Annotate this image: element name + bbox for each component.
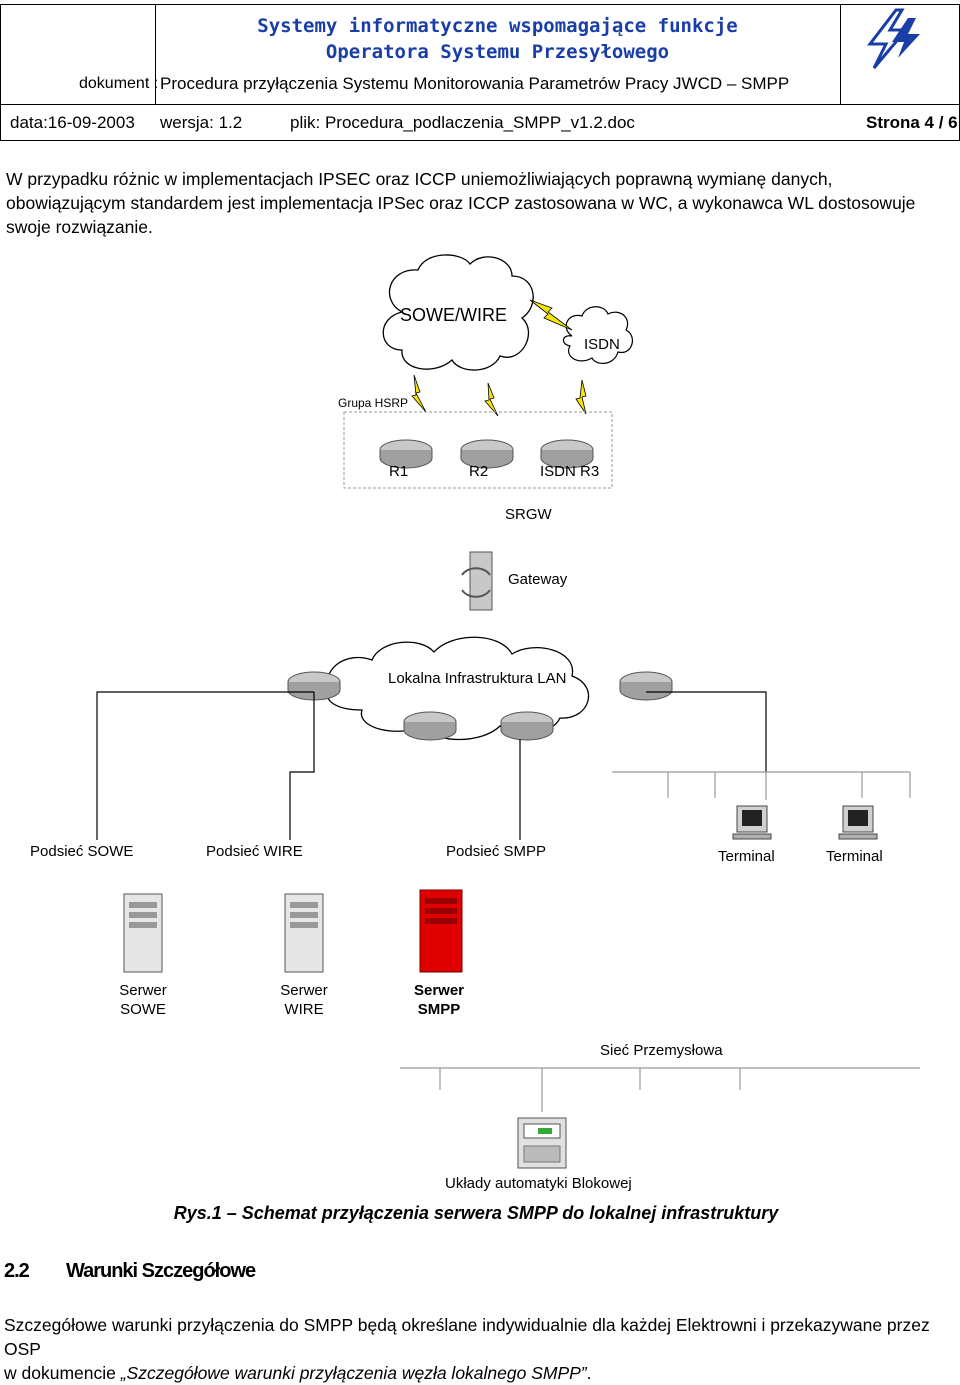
router-icon <box>540 439 594 469</box>
date-field: data:16-09-2003 <box>10 113 135 132</box>
label-hsrp-group: Grupa HSRP <box>338 396 409 410</box>
label-router-r1: R1 <box>389 463 409 480</box>
router-icon <box>619 671 673 701</box>
label-terminal-1: Terminal <box>718 848 775 865</box>
bottom-line-2-prefix: w dokumencie <box>4 1363 121 1383</box>
intro-paragraph: W przypadku różnic w implementacjach IPS… <box>6 169 916 237</box>
lightning-bolt-icon <box>411 374 427 413</box>
automation-unit-icon <box>517 1117 567 1169</box>
network-diagram <box>96 254 920 1169</box>
document-header: Systemy informatyczne wspomagające funkc… <box>0 0 960 141</box>
lightning-bolt-icon <box>529 299 573 331</box>
label-server-wire-line2: WIRE <box>284 1001 324 1018</box>
header-title-line2: Operatora Systemu Przesyłowego <box>325 41 670 63</box>
router-icon <box>460 439 514 469</box>
section-heading: 2.2 Warunki Szczegółowe <box>4 1260 256 1283</box>
version-field: wersja: 1.2 <box>160 113 243 132</box>
lightning-bolt-icon <box>484 382 499 417</box>
label-isdn-cloud: ISDN <box>584 336 620 353</box>
lightning-logo-icon <box>866 8 920 69</box>
label-subnet-smpp: Podsieć SMPP <box>446 843 547 860</box>
lightning-bolt-icon <box>575 379 587 415</box>
router-icon <box>379 439 433 469</box>
label-lan: Lokalna Infrastruktura LAN <box>388 670 567 687</box>
network-links <box>96 691 920 1112</box>
document-label: dokument : <box>79 75 159 92</box>
label-server-smpp-line1: Serwer <box>413 982 465 999</box>
label-router-r3: ISDN R3 <box>540 463 600 480</box>
label-server-sowe-line1: Serwer <box>119 982 167 999</box>
label-gateway: Gateway <box>508 571 568 588</box>
section-number: 2.2 <box>4 1260 30 1282</box>
section-title: Warunki Szczegółowe <box>65 1260 256 1282</box>
header-title-line1: Systemy informatyczne wspomagające funkc… <box>257 15 738 37</box>
file-field: plik: Procedura_podlaczenia_SMPP_v1.2.do… <box>290 113 635 132</box>
label-srgw: SRGW <box>505 506 552 523</box>
label-terminal-2: Terminal <box>826 848 883 865</box>
label-industrial-network: Sieć Przemysłowa <box>600 1042 723 1059</box>
figure-caption: Rys.1 – Schemat przyłączenia serwera SMP… <box>173 1203 779 1223</box>
label-sowe-wire-cloud: SOWE/WIRE <box>400 305 507 325</box>
document-value: Procedura przyłączenia Systemu Monitorow… <box>160 74 790 93</box>
label-subnet-sowe: Podsieć SOWE <box>30 843 134 860</box>
terminal-icon <box>732 805 772 840</box>
hsrp-group-box <box>343 411 613 489</box>
isdn-cloud <box>562 306 634 364</box>
label-automation-units: Układy automatyki Blokowej <box>445 1175 632 1192</box>
router-icon <box>500 711 554 741</box>
sowe-wire-cloud <box>382 254 534 371</box>
label-router-r2: R2 <box>469 463 489 480</box>
bottom-line-2-suffix: . <box>586 1363 592 1383</box>
server-sowe-icon <box>123 893 163 973</box>
bottom-line-1: Szczegółowe warunki przyłączenia do SMPP… <box>4 1315 930 1359</box>
router-icon <box>403 711 457 741</box>
terminal-icon <box>838 805 878 840</box>
server-smpp-icon <box>419 889 463 973</box>
server-wire-icon <box>284 893 324 973</box>
label-server-smpp-line2: SMPP <box>417 1001 461 1018</box>
bottom-paragraph: Szczegółowe warunki przyłączenia do SMPP… <box>4 1313 956 1385</box>
gateway-icon <box>461 551 493 611</box>
label-server-wire-line1: Serwer <box>280 982 328 999</box>
label-server-sowe-line2: SOWE <box>120 1001 166 1018</box>
page-number: Strona 4 / 6 <box>866 113 958 132</box>
bottom-document-title: „Szczegółowe warunki przyłączenia węzła … <box>120 1363 587 1383</box>
label-subnet-wire: Podsieć WIRE <box>206 843 303 860</box>
